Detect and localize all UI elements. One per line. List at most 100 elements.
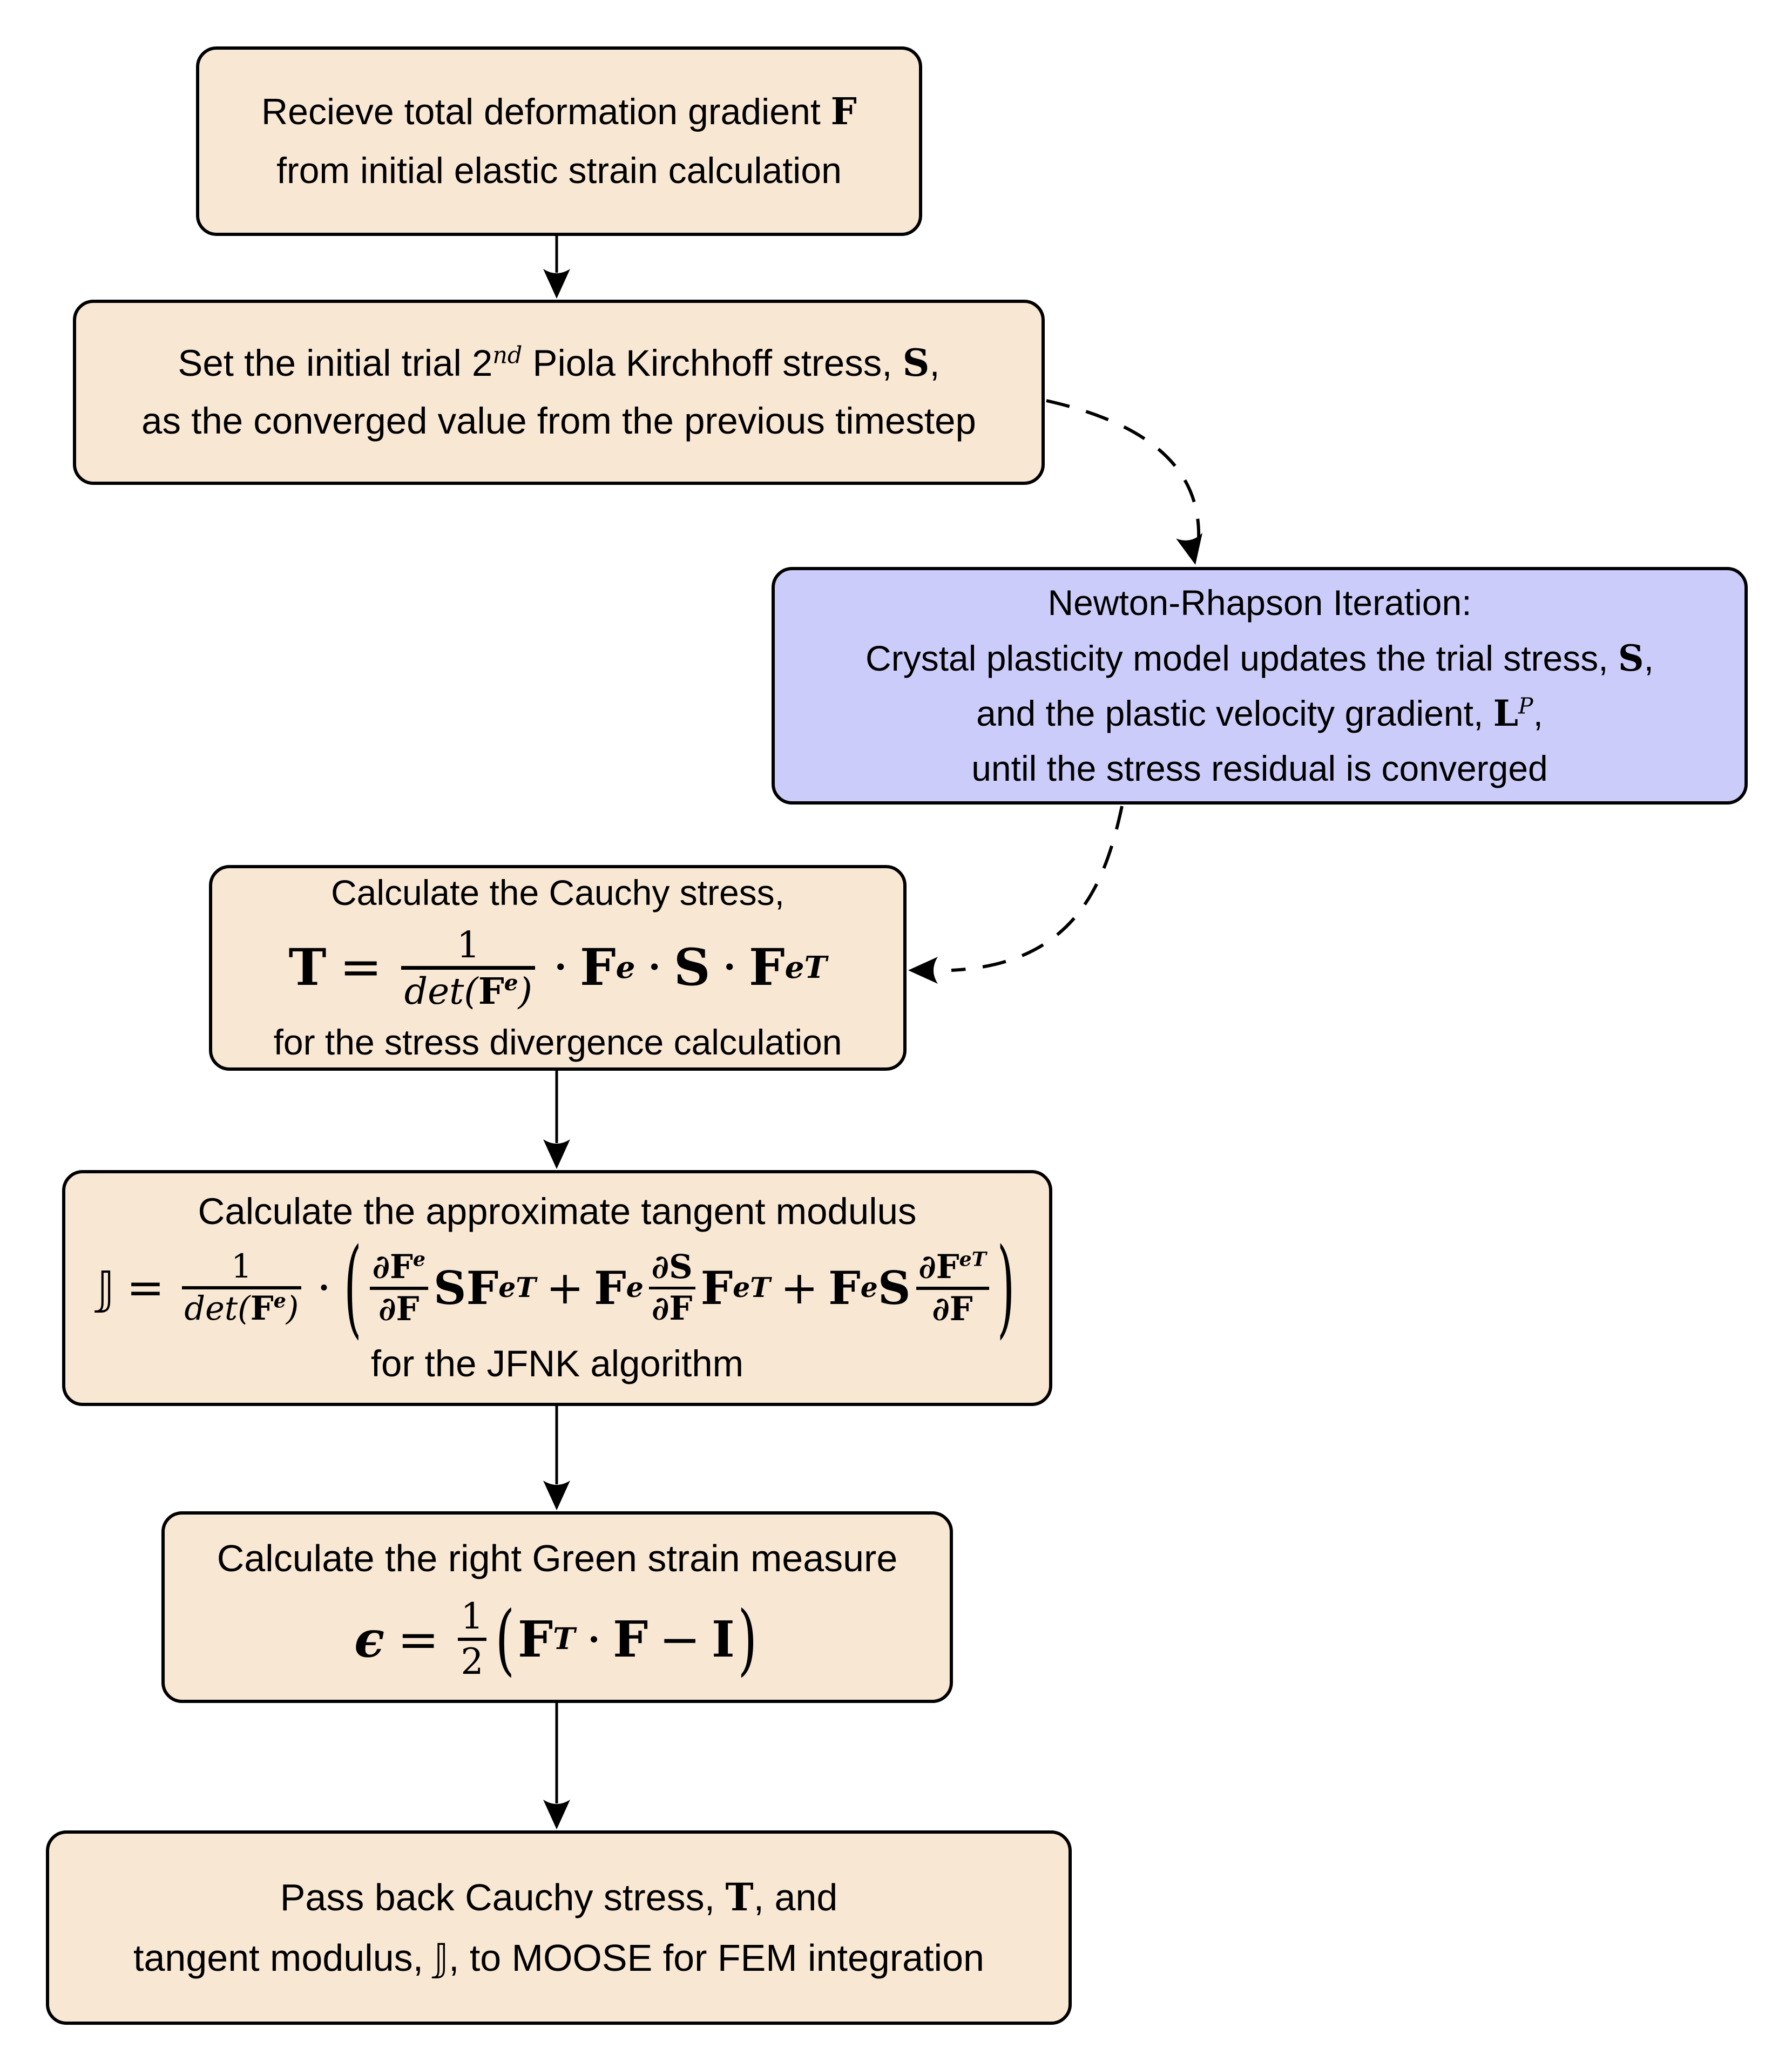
plus-sign: + <box>546 1261 584 1314</box>
superscript-e: e <box>616 949 635 985</box>
fraction-numerator: 1 <box>461 1596 484 1638</box>
right-parenthesis-big: ) <box>738 1594 758 1684</box>
symbol-F-bold: F <box>478 969 504 1012</box>
node-calculate-green-strain: Calculate the right Green strain measure… <box>161 1511 953 1703</box>
fraction-bar <box>458 1638 486 1641</box>
symbol-epsilon-bold: ϵ <box>354 1610 385 1668</box>
symbol-T-bold: T <box>288 938 327 998</box>
equals-sign: = <box>126 1261 165 1314</box>
cdot: · <box>721 938 738 997</box>
superscript-P: P <box>1518 693 1533 719</box>
fraction-dFeT-dF: ∂FeT ∂F <box>916 1248 989 1328</box>
partial-FeT: ∂F <box>918 1247 959 1286</box>
fraction-dS-dF: ∂S ∂F <box>648 1248 695 1328</box>
det-open: det( <box>404 969 478 1012</box>
node-calculate-cauchy-stress: Calculate the Cauchy stress, T = 1 det(F… <box>209 865 907 1071</box>
newton-line3: and the plastic velocity gradient, LP, <box>976 686 1543 741</box>
symbol-S-bold: S <box>673 938 711 998</box>
det-close: ) <box>286 1289 299 1328</box>
tangent-line3: for the JFNK algorithm <box>370 1343 744 1385</box>
fraction-numerator: ∂Fe <box>370 1248 428 1287</box>
symbol-F-bold: F <box>594 1261 626 1315</box>
det-close: ) <box>518 969 532 1012</box>
fraction-dFe-dF: ∂Fe ∂F <box>369 1248 428 1328</box>
right-parenthesis-big: ) <box>997 1225 1015 1349</box>
cdot: · <box>316 1261 332 1314</box>
fraction-denominator: det(Fe) <box>401 969 535 1013</box>
node-receive-deformation-gradient: Recieve total deformation gradient F fro… <box>196 46 922 236</box>
symbol-F-bold: F <box>579 938 616 998</box>
dashed-arrow-newton-to-cauchy-head <box>908 957 938 984</box>
passback-line1-a: Pass back Cauchy stress, <box>280 1876 726 1918</box>
arrow-receive-to-settrial-head <box>543 269 570 299</box>
settrial-line1-a: Set the initial trial 2 <box>178 342 493 384</box>
fraction-numerator: 1 <box>456 923 480 966</box>
symbol-S-bold: S <box>433 1261 466 1315</box>
fraction-one-half: 1 2 <box>458 1596 486 1683</box>
dashed-arrow-settrial-to-newton-head <box>1176 533 1203 565</box>
cauchy-line1: Calculate the Cauchy stress, <box>330 872 785 913</box>
tangent-line1: Calculate the approximate tangent modulu… <box>198 1191 917 1233</box>
symbol-L-bold: L <box>1493 692 1519 734</box>
newton-line4: until the stress residual is converged <box>971 748 1548 789</box>
partial-Fe: ∂F <box>372 1247 413 1286</box>
fraction-bar <box>369 1287 428 1290</box>
superscript-nd: nd <box>492 342 523 369</box>
partial-F: ∂F <box>378 1289 420 1328</box>
fraction-bar <box>181 1286 302 1289</box>
symbol-F-bold: F <box>828 1261 861 1315</box>
superscript-e: e <box>504 969 518 996</box>
superscript-T: T <box>553 1621 576 1657</box>
left-parenthesis-big: ( <box>343 1225 362 1349</box>
superscript-e: e <box>860 1272 878 1304</box>
passback-line2-b: , to MOOSE for FEM integration <box>448 1937 984 1979</box>
superscript-eT: eT <box>785 949 827 985</box>
minus-sign: − <box>659 1610 701 1668</box>
newton-line1: Newton-Rhapson Iteration: <box>1047 583 1472 623</box>
passback-line2: tangent modulus, 𝕁, to MOOSE for FEM int… <box>133 1928 984 1988</box>
symbol-F-bold: F <box>700 1261 733 1315</box>
fraction-denominator: det(Fe) <box>182 1289 302 1328</box>
symbol-F-bold: F <box>748 938 785 998</box>
symbol-S-bold: S <box>902 341 930 385</box>
settrial-line1-b: Piola Kirchhoff stress, <box>522 342 903 384</box>
superscript-eT: eT <box>733 1272 770 1304</box>
cauchy-line3: for the stress divergence calculation <box>273 1022 842 1063</box>
fraction-denominator: 2 <box>461 1641 484 1683</box>
passback-line1-b: , and <box>753 1876 838 1918</box>
partial-F: ∂F <box>932 1289 973 1328</box>
equals-sign: = <box>397 1610 439 1668</box>
node-newton-rhapson-iteration: Newton-Rhapson Iteration: Crystal plasti… <box>772 567 1748 805</box>
cdot: · <box>586 1610 602 1668</box>
symbol-F-bold: F <box>466 1261 499 1315</box>
superscript-eT: eT <box>959 1247 986 1271</box>
fraction-numerator: 1 <box>231 1247 252 1286</box>
partial-F: ∂F <box>652 1289 693 1328</box>
cdot: · <box>646 938 663 997</box>
node-pass-back-to-moose: Pass back Cauchy stress, T, and tangent … <box>46 1830 1072 2025</box>
symbol-S-bold: S <box>877 1261 911 1315</box>
fraction-bar <box>648 1286 695 1290</box>
newton-line3-comma: , <box>1533 693 1543 733</box>
arrow-green-to-passback-head <box>543 1800 570 1829</box>
newton-line3-a: and the plastic velocity gradient, <box>976 693 1493 733</box>
fraction-one-over-detFe: 1 det(Fe) <box>401 923 536 1013</box>
plus-sign: + <box>780 1261 819 1314</box>
dashed-arrow-newton-to-cauchy-line <box>951 806 1124 972</box>
equals-sign: = <box>339 938 382 997</box>
partial-S: ∂S <box>651 1248 693 1287</box>
receive-line2: from initial elastic strain calculation <box>276 150 842 191</box>
dashed-arrow-settrial-to-newton-line <box>1046 399 1201 553</box>
superscript-e: e <box>413 1247 425 1271</box>
symbol-F-bold: F <box>517 1610 553 1668</box>
superscript-e: e <box>626 1272 644 1304</box>
fraction-bar <box>916 1287 989 1290</box>
passback-line1: Pass back Cauchy stress, T, and <box>280 1867 838 1928</box>
node-set-initial-trial-stress: Set the initial trial 2nd Piola Kirchhof… <box>73 300 1045 485</box>
arrow-tangent-to-green-head <box>543 1481 570 1510</box>
fraction-one-over-detFe: 1 det(Fe) <box>181 1247 302 1328</box>
